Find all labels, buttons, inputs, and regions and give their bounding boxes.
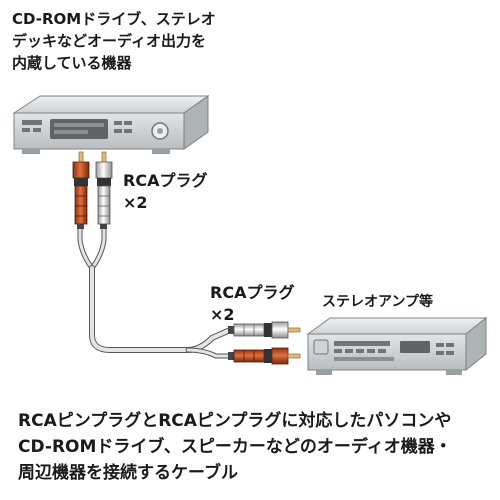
source-label-line-1: CD-ROMドライブ、ステレオ	[12, 10, 216, 28]
rca-plug-white-mid	[228, 321, 301, 339]
rca-plug-red-top	[72, 151, 90, 229]
rca-plug-white-top	[95, 151, 113, 229]
caption: RCAピンプラグとRCAピンプラグに対応したパソコンや CD-ROMドライブ、ス…	[18, 408, 452, 486]
rca-top-name: RCAプラグ	[123, 171, 208, 190]
source-device	[12, 95, 210, 154]
rca-mid-count: ×2	[210, 305, 235, 324]
rca-top-count: ×2	[123, 193, 148, 212]
caption-line-2: CD-ROMドライブ、スピーカーなどのオーディオ機器・	[18, 437, 452, 457]
rca-plug-label-mid: RCAプラグ ×2	[210, 282, 294, 326]
cable	[77, 225, 233, 359]
caption-line-1: RCAピンプラグとRCAピンプラグに対応したパソコンや	[18, 411, 452, 431]
source-label-line-2: デッキなどオーディオ出力を	[12, 32, 206, 50]
target-device	[306, 316, 488, 375]
caption-line-3: 周辺機器を接続するケーブル	[18, 463, 238, 483]
target-device-label: ステレオアンプ等	[322, 294, 434, 310]
rca-mid-name: RCAプラグ	[210, 283, 295, 302]
rca-plug-red-mid	[228, 347, 301, 365]
source-device-label: CD-ROMドライブ、ステレオ デッキなどオーディオ出力を 内蔵している機器	[12, 8, 216, 74]
rca-plug-label-top: RCAプラグ ×2	[123, 170, 207, 214]
source-label-line-3: 内蔵している機器	[12, 54, 132, 72]
